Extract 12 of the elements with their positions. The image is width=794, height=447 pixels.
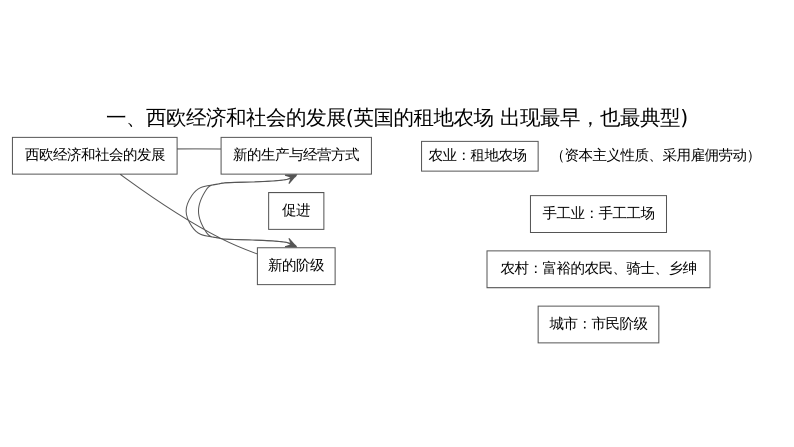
node-box: 手工业：手工工场 xyxy=(530,195,668,233)
connector xyxy=(177,148,221,150)
node-label: （资本主义性质、采用雇佣劳动） xyxy=(550,148,760,164)
node-box: 促进 xyxy=(268,192,324,230)
node-box: 新的生产与经营方式 xyxy=(220,136,372,175)
diagram-title: 一、西欧经济和社会的发展(英国的租地农场 出现最早，也最典型) xyxy=(106,106,688,130)
node-box: 农业：租地农场 xyxy=(421,140,539,172)
node-box: 农村：富裕的农民、骑士、乡绅 xyxy=(486,250,710,288)
node-box: 西欧经济和社会的发展 xyxy=(12,136,178,175)
connector xyxy=(120,174,258,254)
node-box: 城市：市民阶级 xyxy=(538,306,660,344)
node-box: 新的阶级 xyxy=(256,247,336,286)
